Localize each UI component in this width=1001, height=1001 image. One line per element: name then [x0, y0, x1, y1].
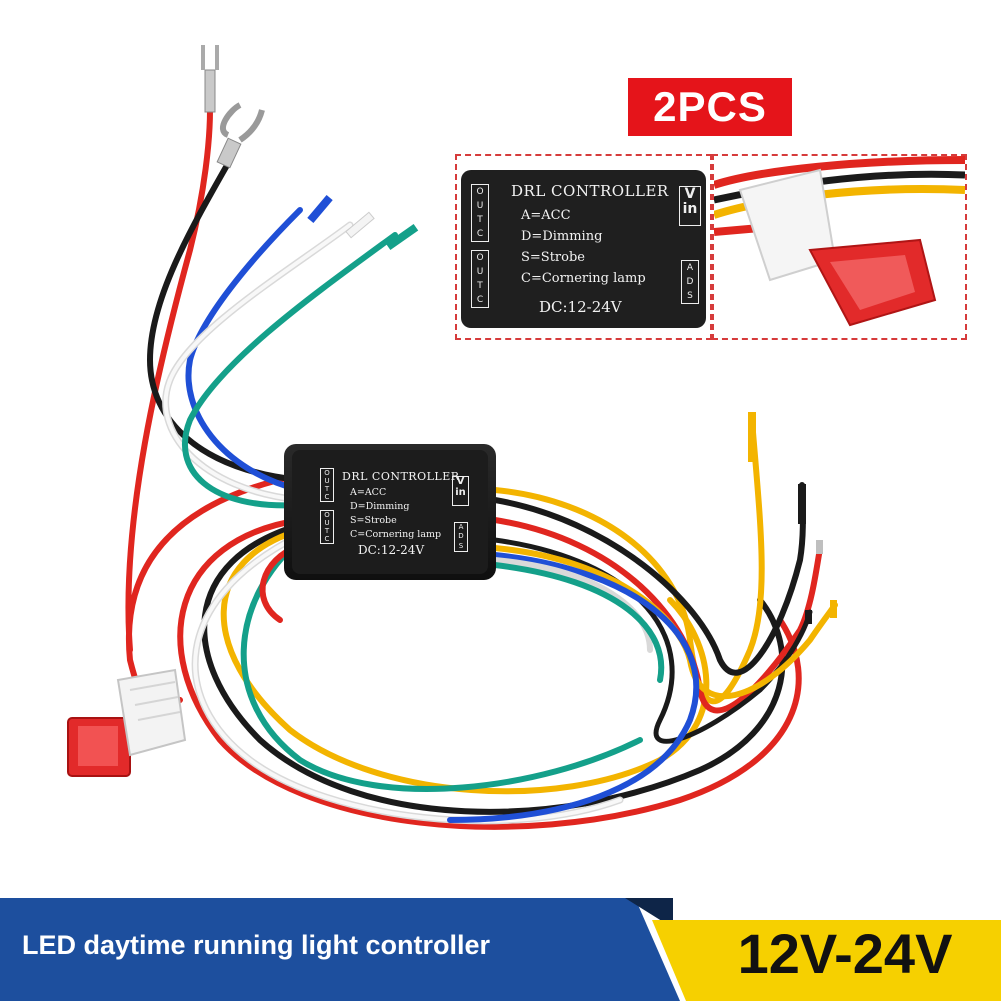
label-line-acc: A=ACC [521, 208, 571, 223]
product-caption: LED daytime running light controller [22, 930, 491, 960]
main-line-acc: A=ACC [350, 487, 387, 498]
controller-title-large: DRL CONTROLLER [511, 182, 669, 200]
label-line-cornering: C=Cornering lamp [521, 271, 646, 286]
main-line-dimming: D=Dimming [350, 501, 410, 512]
wire-bundle [125, 107, 838, 830]
caption-banner [0, 898, 680, 1001]
fuse-icon [67, 668, 187, 777]
wire-tips [307, 194, 837, 624]
main-line-strobe: S=Strobe [350, 515, 397, 526]
power-rating-large: DC:12-24V [539, 298, 622, 316]
spade-terminal-icon [201, 45, 265, 169]
blue-wire [185, 207, 303, 493]
black-wire [146, 157, 303, 483]
inset-fuse-photo [714, 156, 965, 327]
main-line-cornering: C=Cornering lamp [350, 529, 442, 540]
power-rating-main: DC:12-24V [358, 543, 425, 557]
voltage-banner [652, 920, 1001, 1001]
voltage-rating: 12V-24V [737, 922, 953, 985]
label-line-dimming: D=Dimming [521, 229, 603, 244]
label-line-strobe: S=Strobe [521, 250, 585, 265]
quantity-badge: 2PCS [628, 78, 792, 136]
inset-fuse-closeup [712, 154, 967, 340]
teal-wire [182, 232, 398, 509]
controller-title-main: DRL CONTROLLER [342, 470, 460, 483]
controller-box-icon [284, 444, 496, 580]
